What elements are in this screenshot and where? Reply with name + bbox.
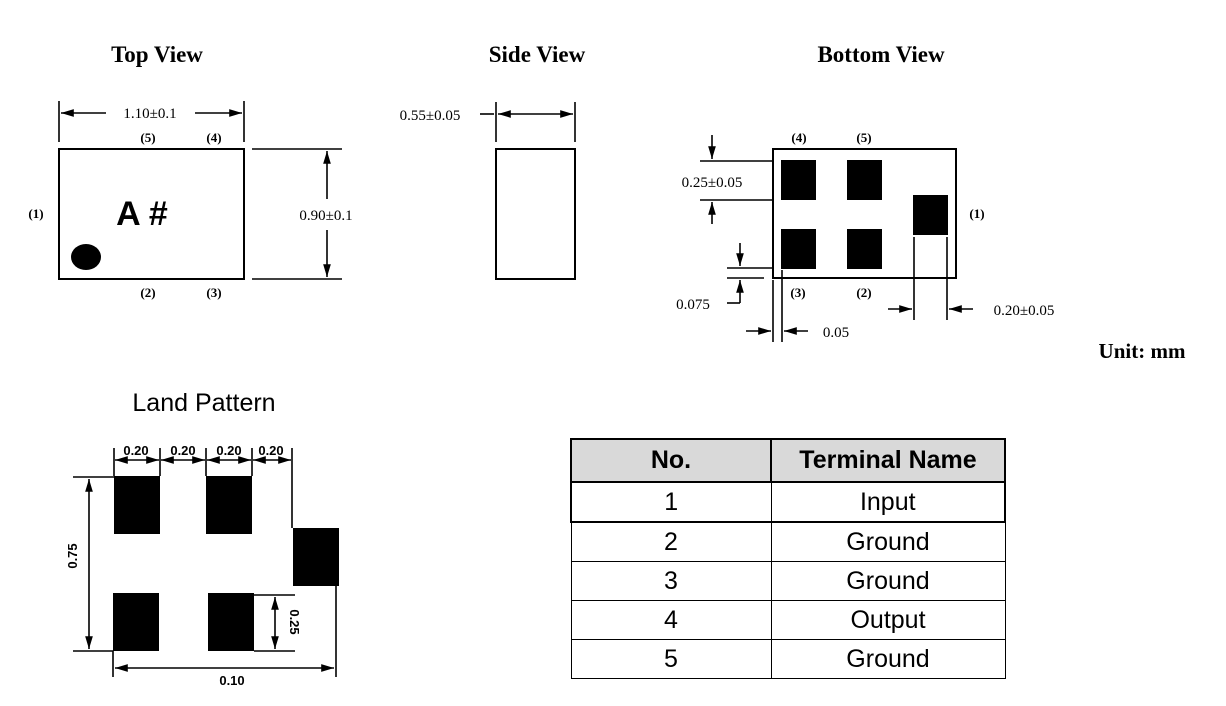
land-pad-top-left (114, 476, 160, 534)
top-view-title: Top View (111, 42, 203, 67)
unit-label: Unit: mm (1099, 339, 1186, 363)
pin-label-3: (3) (790, 285, 805, 300)
cell-terminal-name: Output (770, 600, 1006, 640)
pad-height-dim: 0.25±0.05 (682, 175, 743, 191)
table-row: 5 Ground (570, 639, 1006, 679)
land-dim-top-2: 0.20 (170, 443, 195, 458)
top-view: Top View 1.10±0.1 (5) (4) A # (1) (2) (3… (28, 42, 352, 300)
cell-no: 1 (570, 481, 772, 523)
pad-2 (847, 229, 882, 269)
cell-terminal-name: Ground (770, 639, 1006, 679)
pin-label-3: (3) (206, 285, 221, 300)
pin1-indicator-dot (71, 244, 101, 270)
edge-offset-dim: 0.075 (676, 297, 710, 313)
pin-label-1: (1) (28, 206, 43, 221)
cell-no: 3 (570, 561, 772, 601)
pad-3 (781, 229, 816, 269)
land-dim-top-4: 0.20 (258, 443, 283, 458)
land-dim-top-3: 0.20 (216, 443, 241, 458)
cell-terminal-name: Ground (770, 521, 1006, 562)
side-view: Side View 0.55±0.05 (400, 42, 586, 280)
table-row: 4 Output (570, 600, 1006, 640)
pin-label-2: (2) (140, 285, 155, 300)
pin-label-4: (4) (206, 130, 221, 145)
pin-label-1: (1) (969, 206, 984, 221)
table-row: 1 Input (570, 481, 1006, 523)
pad-1 (913, 195, 948, 235)
cell-no: 4 (570, 600, 772, 640)
pad-4 (781, 160, 816, 200)
land-pad-top-middle (206, 476, 252, 534)
table-header-row: No. Terminal Name (570, 438, 1006, 483)
cell-no: 2 (570, 521, 772, 562)
land-pad-height-dim: 0.25 (287, 609, 302, 634)
pin-label-5: (5) (856, 130, 871, 145)
land-pad-right (293, 528, 339, 586)
cell-no: 5 (570, 639, 772, 679)
pin-label-5: (5) (140, 130, 155, 145)
side-offset-dim: 0.05 (823, 325, 849, 341)
land-pad-bottom-middle (208, 593, 254, 651)
land-total-width-dim: 0.10 (219, 673, 244, 688)
land-pad-bottom-left (113, 593, 159, 651)
terminal-table: No. Terminal Name 1 Input 2 Ground 3 Gro… (570, 438, 1006, 679)
top-height-dim: 0.90±0.1 (299, 208, 352, 224)
side-thickness-dim: 0.55±0.05 (400, 108, 461, 124)
top-width-dim: 1.10±0.1 (123, 106, 176, 122)
pad-width-dim: 0.20±0.05 (994, 303, 1055, 319)
bottom-view-title: Bottom View (817, 42, 945, 67)
side-view-body (495, 148, 576, 280)
table-row: 3 Ground (570, 561, 1006, 601)
top-marking: A # (116, 195, 168, 233)
land-height-dim: 0.75 (65, 543, 80, 568)
cell-terminal-name: Input (770, 481, 1006, 523)
land-pattern-title: Land Pattern (132, 389, 275, 417)
pad-5 (847, 160, 882, 200)
cell-terminal-name: Ground (770, 561, 1006, 601)
column-header-no: No. (570, 438, 772, 483)
land-dim-top-1: 0.20 (123, 443, 148, 458)
pin-label-2: (2) (856, 285, 871, 300)
column-header-terminal-name: Terminal Name (770, 438, 1006, 483)
bottom-view: Bottom View (4) (5) (1) (3) (2) 0.25±0.0… (676, 42, 1054, 342)
side-view-title: Side View (489, 42, 586, 67)
pin-label-4: (4) (791, 130, 806, 145)
land-pattern: Land Pattern 0.20 0.20 0.20 0.20 0.75 0.… (65, 389, 339, 688)
table-row: 2 Ground (570, 521, 1006, 562)
